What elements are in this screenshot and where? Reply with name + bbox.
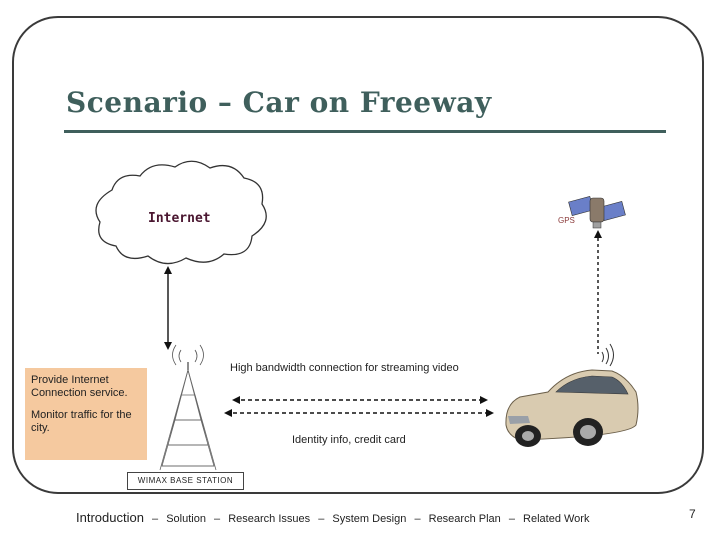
- nav-separator: –: [152, 513, 159, 525]
- car-signal-icon: [601, 343, 614, 367]
- nav-related-work[interactable]: Related Work: [523, 513, 590, 525]
- nav-solution[interactable]: Solution: [166, 513, 206, 525]
- slide-title: Scenario – Car on Freeway: [66, 86, 492, 119]
- wimax-tower-icon: [159, 344, 217, 471]
- nav-research-plan[interactable]: Research Plan: [428, 513, 501, 525]
- nav-separator: –: [318, 513, 325, 525]
- base-station-label: WIMAX BASE STATION: [127, 472, 244, 490]
- nav-introduction[interactable]: Introduction: [76, 510, 144, 525]
- service-info-box: Provide Internet Connection service. Mon…: [25, 368, 147, 460]
- gps-satellite-icon: [568, 196, 626, 229]
- slide-frame: [12, 16, 704, 494]
- bandwidth-label: High bandwidth connection for streaming …: [230, 362, 459, 374]
- internet-label: Internet: [148, 211, 211, 226]
- identity-label: Identity info, credit card: [292, 434, 406, 446]
- nav-research-issues[interactable]: Research Issues: [228, 513, 311, 525]
- nav-system-design[interactable]: System Design: [332, 513, 407, 525]
- internet-cloud-icon: [95, 160, 267, 265]
- info-line-internet: Provide Internet Connection service.: [31, 374, 128, 399]
- nav-separator: –: [508, 513, 515, 525]
- nav-separator: –: [414, 513, 421, 525]
- page-number: 7: [689, 507, 696, 521]
- section-nav: Introduction – Solution – Research Issue…: [76, 510, 589, 525]
- nav-separator: –: [214, 513, 221, 525]
- info-line-traffic: Monitor traffic for the city.: [31, 409, 132, 434]
- gps-label: GPS: [558, 216, 575, 225]
- title-underline: [64, 130, 666, 133]
- car-icon: [505, 369, 639, 447]
